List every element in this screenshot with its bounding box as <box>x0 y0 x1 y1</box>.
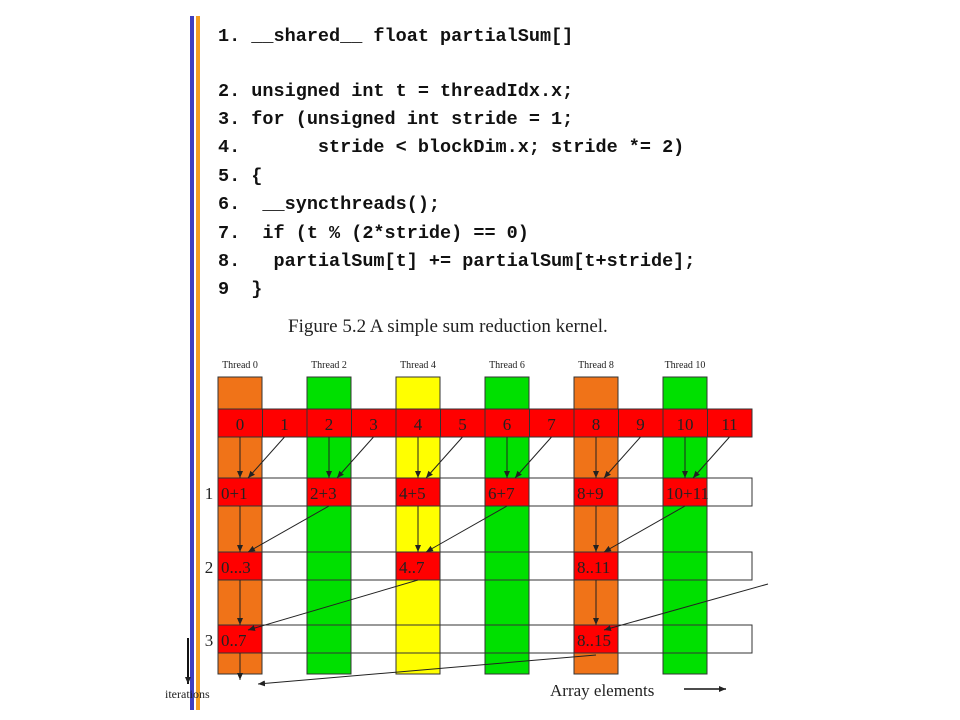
partial-sum-label: 4..7 <box>399 558 425 577</box>
reduction-arrow <box>692 436 730 479</box>
partial-sum-label: 2+3 <box>310 484 337 503</box>
partial-sum-label: 4+5 <box>399 484 426 503</box>
thread-label-8: Thread 8 <box>578 360 614 371</box>
partial-sum-cell <box>395 477 441 507</box>
thread-label-10: Thread 10 <box>665 360 706 371</box>
iteration-label-1: 1 <box>205 484 214 503</box>
partial-sum-label: 6+7 <box>488 484 515 503</box>
code-line-2: 2. unsigned int t = threadIdx.x; <box>218 81 574 102</box>
array-element-0: 0 <box>236 415 245 434</box>
code-line-8: 8. partialSum[t] += partialSum[t+stride]… <box>218 251 696 272</box>
code-line-5: 5. { <box>218 166 263 187</box>
thread-label-0: Thread 0 <box>222 360 258 371</box>
partial-sum-label: 0..7 <box>221 631 247 650</box>
array-element-6: 6 <box>503 415 512 434</box>
partial-sum-label: 0...3 <box>221 558 251 577</box>
iteration-label-3: 3 <box>205 631 214 650</box>
array-element-4: 4 <box>414 415 423 434</box>
reduction-arrow <box>603 583 769 631</box>
array-element-3: 3 <box>369 415 378 434</box>
array-element-7: 7 <box>547 415 556 434</box>
left-accent-bar-orange <box>196 16 200 710</box>
reduction-arrow <box>603 505 686 553</box>
partial-sum-label: 8+9 <box>577 484 604 503</box>
thread-label-2: Thread 2 <box>311 360 347 371</box>
array-element-8: 8 <box>592 415 601 434</box>
iterations-label: iterations <box>165 687 210 701</box>
reduction-arrow <box>603 436 641 479</box>
code-listing: 1. __shared__ float partialSum[] 2. unsi… <box>218 26 695 300</box>
code-line-1: 1. __shared__ float partialSum[] <box>218 26 574 47</box>
code-line-3: 3. for (unsigned int stride = 1; <box>218 109 574 130</box>
array-element-2: 2 <box>325 415 334 434</box>
code-line-9: 9 } <box>218 279 263 300</box>
reduction-arrow <box>247 505 330 553</box>
reduction-arrow <box>425 436 463 479</box>
reduction-arrow <box>514 436 552 479</box>
array-element-10: 10 <box>677 415 694 434</box>
reduction-arrow <box>257 654 597 687</box>
partial-sum-label: 8..11 <box>577 558 610 577</box>
partial-sum-label: 8..15 <box>577 631 611 650</box>
array-elements-label: Array elements <box>550 681 654 700</box>
figure-caption: Figure 5.2 A simple sum reduction kernel… <box>288 316 608 337</box>
reduction-arrow <box>247 436 285 479</box>
thread-label-6: Thread 6 <box>489 360 525 371</box>
reduction-arrow <box>336 436 374 479</box>
code-line-6: 6. __syncthreads(); <box>218 194 441 215</box>
array-element-11: 11 <box>721 415 737 434</box>
array-element-9: 9 <box>636 415 645 434</box>
reduction-arrow <box>247 579 419 631</box>
array-element-1: 1 <box>280 415 289 434</box>
left-accent-bar-blue <box>190 16 194 710</box>
thread-label-4: Thread 4 <box>400 360 436 371</box>
code-line-4: 4. stride < blockDim.x; stride *= 2) <box>218 137 685 158</box>
partial-sum-label: 0+1 <box>221 484 248 503</box>
code-line-7: 7. if (t % (2*stride) == 0) <box>218 223 529 244</box>
iteration-label-2: 2 <box>205 558 214 577</box>
partial-sum-cell <box>217 477 263 507</box>
partial-sum-cell <box>573 477 619 507</box>
reduction-arrow <box>425 505 508 553</box>
partial-sum-label: 10+11 <box>666 484 709 503</box>
array-element-5: 5 <box>458 415 467 434</box>
